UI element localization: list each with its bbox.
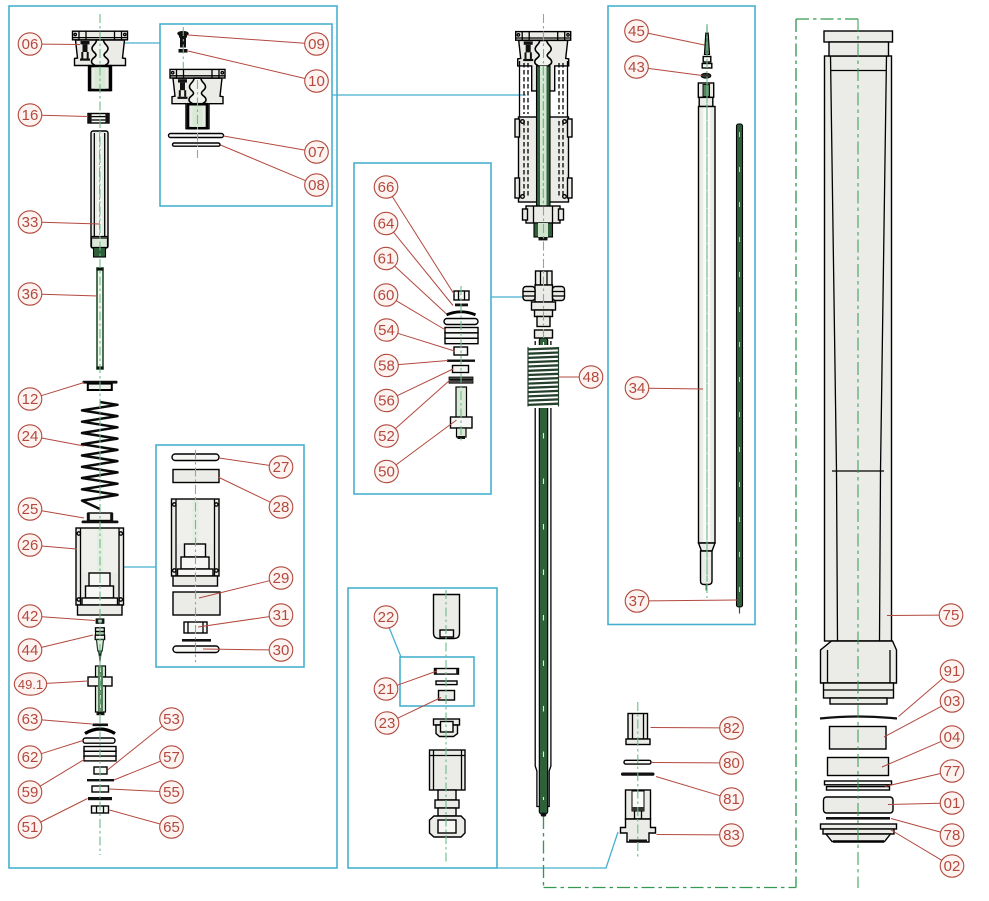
svg-text:09: 09 [308,36,325,53]
svg-text:58: 58 [378,358,395,375]
svg-text:01: 01 [944,795,961,812]
svg-text:04: 04 [944,729,961,746]
svg-text:28: 28 [273,499,290,516]
svg-text:53: 53 [163,711,180,728]
svg-text:03: 03 [944,693,961,710]
svg-text:75: 75 [943,607,960,624]
svg-text:02: 02 [944,858,961,875]
svg-text:80: 80 [723,755,740,772]
svg-text:54: 54 [378,322,395,339]
svg-text:07: 07 [308,144,325,161]
svg-text:61: 61 [378,251,395,268]
svg-text:51: 51 [22,819,39,836]
svg-text:33: 33 [22,214,39,231]
svg-text:24: 24 [22,428,39,445]
svg-text:23: 23 [379,715,396,732]
svg-text:27: 27 [273,459,290,476]
svg-text:64: 64 [378,216,395,233]
svg-text:29: 29 [273,570,290,587]
svg-text:63: 63 [22,711,39,728]
svg-text:66: 66 [378,179,395,196]
svg-text:78: 78 [944,827,961,844]
svg-text:81: 81 [723,791,740,808]
svg-text:22: 22 [378,609,395,626]
svg-text:43: 43 [628,59,645,76]
svg-text:30: 30 [273,642,290,659]
svg-text:82: 82 [723,720,740,737]
svg-text:60: 60 [378,287,395,304]
svg-text:06: 06 [22,36,39,53]
svg-text:08: 08 [308,177,325,194]
svg-text:65: 65 [163,819,180,836]
svg-text:52: 52 [378,428,395,445]
svg-text:36: 36 [22,286,39,303]
svg-text:55: 55 [163,784,180,801]
svg-text:62: 62 [22,749,39,766]
svg-text:56: 56 [378,393,395,410]
svg-text:83: 83 [723,827,740,844]
svg-text:25: 25 [22,501,39,518]
svg-text:45: 45 [628,23,645,40]
svg-text:31: 31 [273,607,290,624]
svg-text:49.1: 49.1 [18,677,43,692]
svg-text:10: 10 [308,73,325,90]
svg-text:57: 57 [163,749,180,766]
svg-text:34: 34 [629,380,646,397]
svg-text:37: 37 [629,593,646,610]
svg-text:21: 21 [378,681,395,698]
svg-text:16: 16 [22,107,39,124]
svg-text:26: 26 [22,537,39,554]
svg-text:77: 77 [944,763,961,780]
svg-text:44: 44 [22,642,39,659]
svg-text:59: 59 [22,784,39,801]
svg-text:48: 48 [583,369,600,386]
svg-text:91: 91 [944,663,961,680]
svg-text:42: 42 [22,608,39,625]
svg-text:50: 50 [378,464,395,481]
svg-text:12: 12 [22,391,39,408]
